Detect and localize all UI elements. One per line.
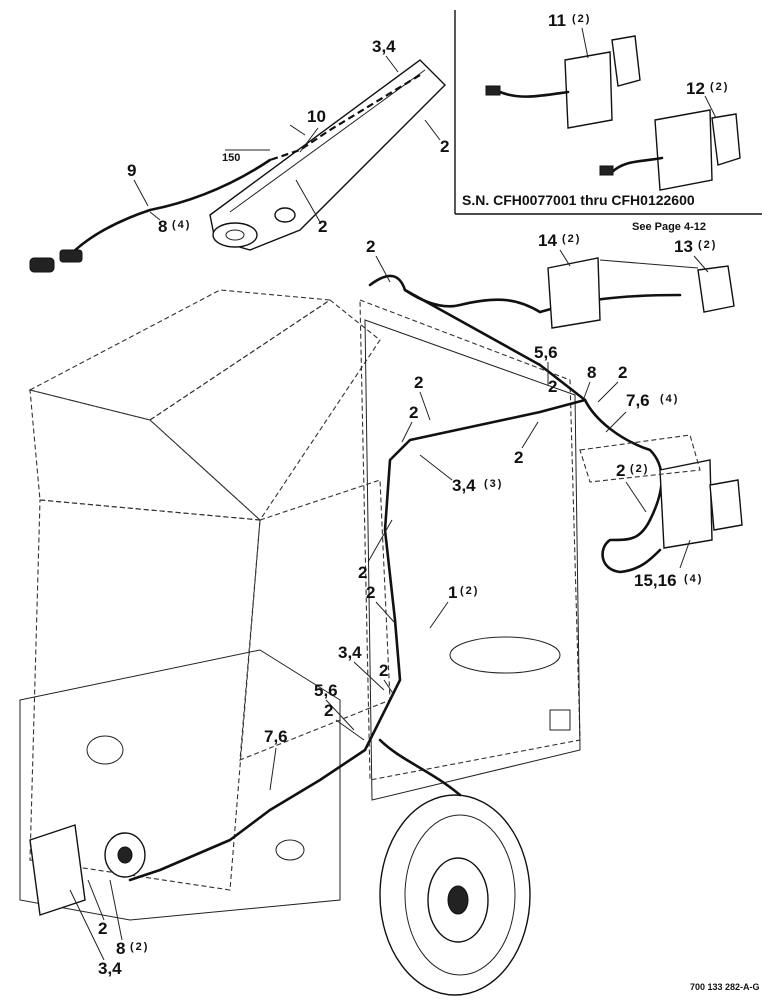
serial-caption: S.N. CFH0077001 thru CFH0122600 [462,192,695,208]
front-light [29,824,146,916]
callout-2-r1: 2 [548,377,557,396]
callout-2-b: 2 [98,919,107,938]
tongue-callout-8: 8 [158,217,167,236]
callout-34-l: 3,4 [338,643,362,662]
lamp-16 [709,479,743,531]
lamp-bracket-12 [654,109,713,191]
qty-8-b: (2) [130,941,149,953]
qty-13: (2) [698,239,717,251]
lamp-bracket-14 [547,257,601,329]
callout-2-r2: 2 [618,363,627,382]
callout-2-top: 2 [366,237,375,256]
qty-1516: (4) [684,573,703,585]
tongue-callout-2a: 2 [440,137,449,156]
callout-1: 1 [448,583,457,602]
figure-id: 700 133 282-A-G [690,982,760,992]
lamp-bracket-11 [564,51,613,129]
wheel [379,794,531,996]
tongue-callout-34: 3,4 [372,37,396,56]
callout-34-b: 3,4 [98,959,122,978]
wiring-harness [128,274,682,882]
callouts: 2 14 (2) 13 (2) 5,6 2 8 2 7,6 (4) 2 2 2 … [69,231,717,978]
lamp-13 [697,265,735,313]
lower-lamp-group [579,434,743,549]
see-page-note: See Page 4-12 [632,221,706,233]
plug-12 [599,165,614,176]
callout-2-l3: 2 [379,661,388,680]
lamp-bracket-15 [659,459,713,549]
qty-76-r: (4) [660,393,679,405]
callout-2-l4: 2 [324,701,333,720]
tongue-callout-10: 10 [307,107,326,126]
tongue-assembly: 3,4 10 2 2 9 8 (4) 150 [29,37,449,273]
callout-2-m2: 2 [409,403,418,422]
callout-8-b: 8 [116,939,125,958]
inset-panel: 11 (2) 12 (2) S.N. CFH0077001 thru CFH01… [454,10,762,233]
callout-13: 13 [674,237,693,256]
callout-56-l: 5,6 [314,681,338,700]
qty-11: (2) [572,13,591,25]
callout-2-l1: 2 [358,563,367,582]
callout-56-top: 5,6 [534,343,558,362]
qty-12: (2) [710,81,729,93]
qty-1: (2) [460,585,479,597]
baler-body [19,289,581,921]
callout-2-l2: 2 [366,583,375,602]
callout-2-m3: 2 [514,448,523,467]
callout-8-r: 8 [587,363,596,382]
callout-2-r3: 2 [616,461,625,480]
callout-11: 11 [548,11,566,30]
callout-76-l: 7,6 [264,727,288,746]
tongue-qty-8: (4) [172,219,191,231]
callout-34-m: 3,4 [452,476,476,495]
tongue-beam [209,59,446,251]
callout-2-m1: 2 [414,373,423,392]
tongue-callout-2b: 2 [318,217,327,236]
dimension-150: 150 [222,152,240,164]
qty-14: (2) [562,233,581,245]
upper-lamp-group [547,257,735,329]
qty-34-m: (3) [484,478,503,490]
hitch-eye [212,222,258,248]
lamp-12 [711,113,741,166]
tongue-callout-9: 9 [127,161,136,180]
connector-7pin [29,257,55,273]
callout-76-r: 7,6 [626,391,650,410]
qty-2-r3: (2) [630,463,649,475]
callout-12: 12 [686,79,705,98]
callout-14: 14 [538,231,557,250]
plug-11 [485,85,501,96]
lamp-11 [611,35,641,87]
callout-1516: 15,16 [634,571,677,590]
